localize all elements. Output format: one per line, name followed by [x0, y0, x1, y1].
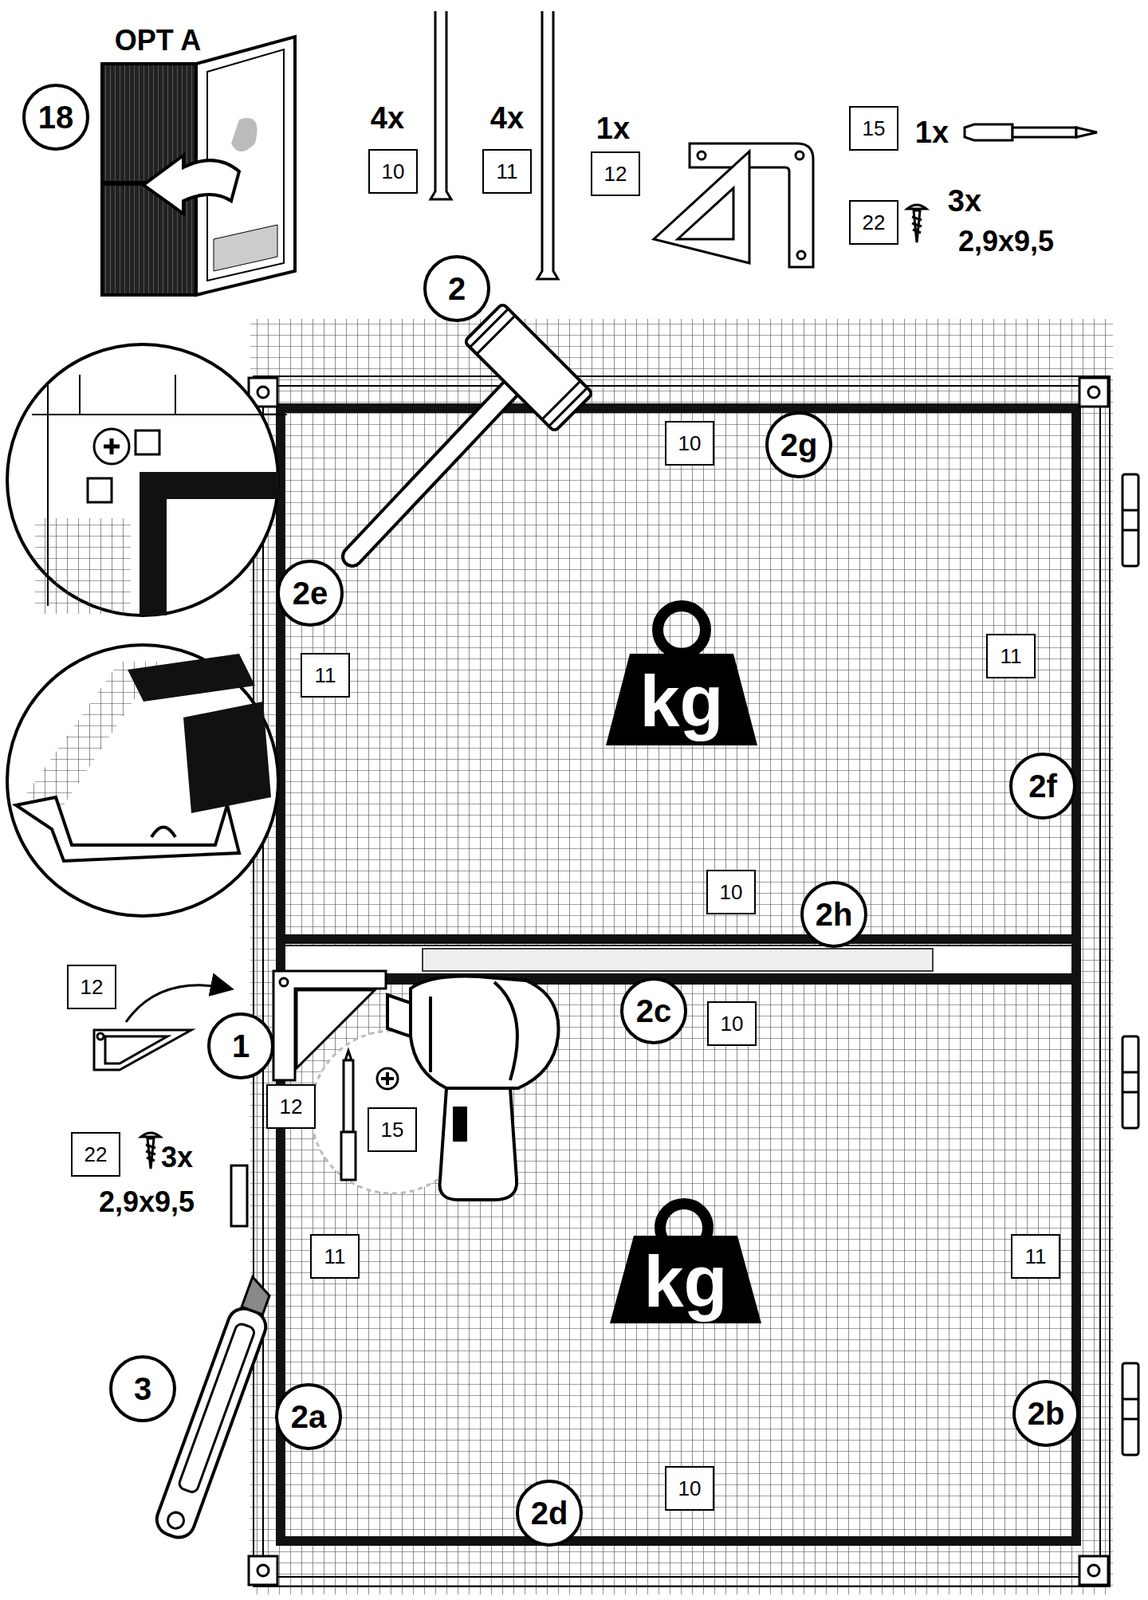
phillips-symbol: [377, 1068, 398, 1090]
callout-number: 2h: [815, 898, 854, 931]
part-number: 15: [381, 1119, 405, 1141]
callout-number: 18: [38, 101, 75, 134]
callout-circle: 2a: [275, 1383, 343, 1451]
callout-number: 2e: [292, 577, 329, 610]
part-number: 10: [678, 432, 702, 454]
part-number-box: 12: [266, 1084, 316, 1129]
screwdriver-bit: [341, 1050, 356, 1180]
quantity-label: OPT A: [114, 26, 202, 56]
part-number: 22: [862, 212, 886, 233]
part-number: 11: [324, 1246, 346, 1267]
part-number: 10: [678, 1478, 702, 1499]
part-number: 11: [496, 161, 519, 182]
callout-number: 2c: [636, 994, 673, 1027]
quantity-label: 1x: [596, 113, 630, 144]
quantity-label: 3x: [947, 185, 982, 217]
detail-circle: [7, 644, 279, 917]
part-number-box: 10: [707, 1001, 757, 1046]
part-number: 12: [279, 1096, 303, 1117]
part-number-box: 22: [70, 1132, 121, 1177]
callout-circle: 2d: [515, 1479, 583, 1547]
part-number-box: 11: [310, 1234, 360, 1279]
callout-circle: 2b: [1012, 1379, 1080, 1447]
callout-circle: 2f: [1009, 752, 1077, 820]
callout-number: 2a: [290, 1400, 327, 1433]
drill: [387, 976, 559, 1200]
part-number: 12: [80, 976, 104, 998]
part-number-box: 12: [66, 964, 117, 1010]
hammer: [352, 302, 594, 557]
hinges: [1122, 474, 1139, 1455]
part-number: 12: [604, 163, 628, 185]
profile-parts: [430, 11, 559, 280]
part-number-box: 15: [367, 1107, 417, 1152]
part-number: 10: [719, 881, 744, 903]
callout-circle: 2h: [800, 880, 868, 948]
part-number-box: 11: [300, 652, 350, 698]
cutter-knife: [152, 1273, 281, 1542]
quantity-label: 4x: [490, 102, 524, 134]
part-number: 22: [84, 1144, 108, 1165]
part-number-box: 11: [482, 149, 532, 194]
part-number-box: 10: [368, 149, 418, 194]
part-number-box: 15: [849, 106, 899, 151]
callout-number: 2d: [530, 1497, 569, 1530]
corner-bracket: [653, 143, 814, 268]
callout-number: 1: [231, 1030, 250, 1062]
callout-circle: 2: [423, 255, 491, 323]
quantity-label: 4x: [370, 102, 405, 134]
part-number: 10: [381, 161, 405, 182]
part-number: 11: [314, 664, 337, 686]
callout-number: 2b: [1027, 1397, 1066, 1430]
quantity-label: 2,9x9,5: [98, 1187, 195, 1217]
callout-circle: 3: [109, 1355, 177, 1423]
callout-circle: 2e: [276, 559, 344, 627]
part-number-box: 10: [664, 420, 715, 466]
bracket-part: [94, 1030, 192, 1070]
quantity-label: 1x: [915, 117, 949, 148]
weight-label: kg: [639, 665, 724, 738]
detail-circle: [7, 344, 287, 616]
weight-icon: [605, 605, 762, 1324]
profiles: [280, 408, 1077, 1542]
part-number: 10: [720, 1013, 744, 1034]
part-number: 11: [1025, 1246, 1047, 1267]
callout-number: 3: [133, 1372, 152, 1405]
callout-number: 2f: [1028, 770, 1058, 803]
quantity-label: 2,9x9,5: [958, 227, 1054, 256]
mesh: [250, 318, 1113, 1595]
callout-circle: 2g: [765, 411, 833, 479]
door-icon: [102, 36, 295, 295]
part-number-box: 10: [706, 869, 756, 915]
part-number: 15: [862, 117, 886, 139]
screwdriver-bit: [964, 124, 1097, 141]
part-number-box: 11: [986, 633, 1036, 679]
part-number-box: 22: [849, 200, 899, 245]
quantity-label: 3x: [161, 1143, 193, 1172]
part-number-box: 10: [664, 1466, 715, 1511]
part-number: 11: [1000, 645, 1023, 667]
callout-number: 2: [448, 272, 466, 305]
outer-frame: [253, 376, 1110, 1587]
callout-circle: 18: [22, 83, 90, 151]
callout-circle: 1: [207, 1012, 275, 1080]
callout-circle: 2c: [620, 977, 688, 1045]
part-number-box: 11: [1010, 1234, 1061, 1279]
callout-number: 2g: [780, 428, 818, 461]
part-number-box: 12: [590, 151, 641, 197]
screw: [141, 204, 927, 1169]
weight-label: kg: [643, 1246, 728, 1318]
